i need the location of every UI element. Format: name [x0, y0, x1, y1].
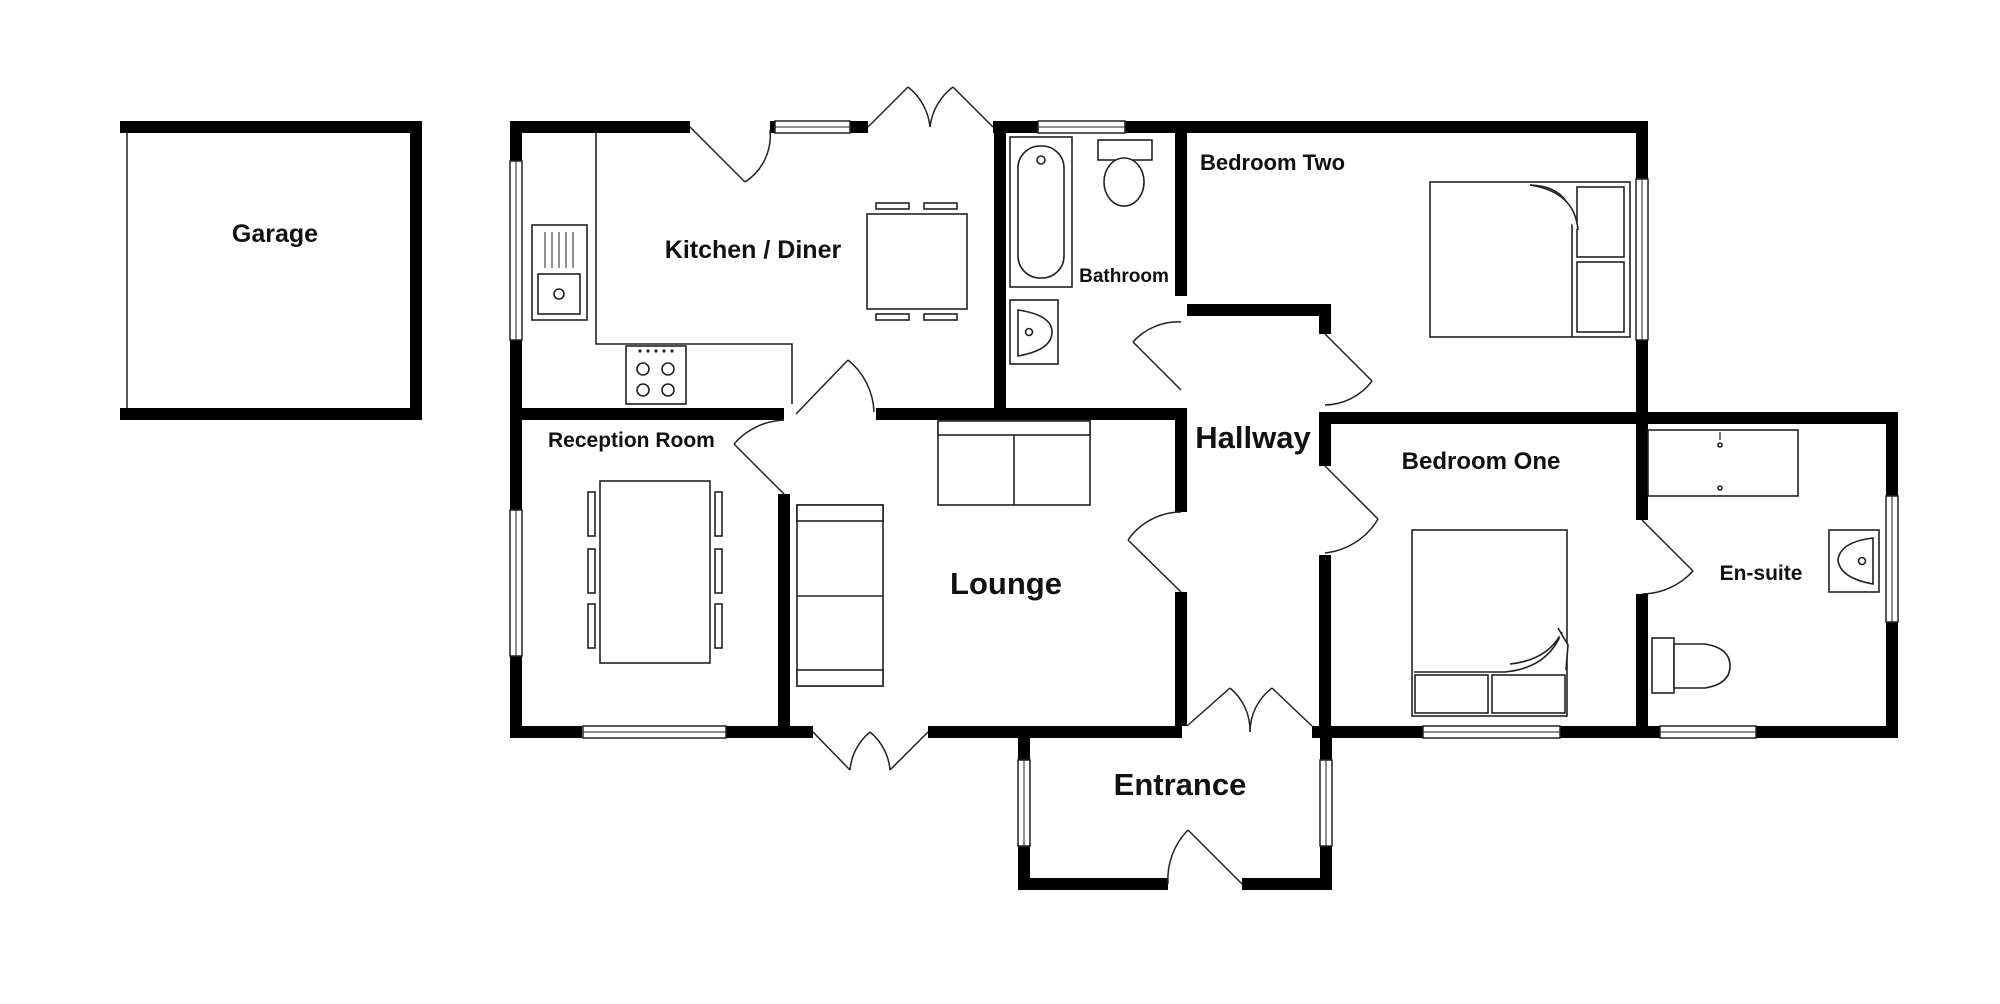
lounge-sofas [796, 420, 1091, 687]
reception-dining-table [587, 480, 723, 664]
room-label-lounge: Lounge [950, 566, 1062, 601]
room-label-entrance: Entrance [1114, 767, 1247, 802]
room-label-hallway: Hallway [1195, 420, 1311, 455]
doors [689, 86, 1694, 885]
windows [509, 120, 1899, 847]
room-label-bedroom-two: Bedroom Two [1200, 150, 1345, 175]
room-label-ensuite: En-suite [1720, 562, 1803, 585]
entrance-walls [1018, 730, 1332, 890]
bedroom-two-bed [1429, 181, 1631, 338]
room-label-reception: Reception Room [548, 429, 715, 452]
bathroom-fixtures [1009, 136, 1153, 365]
garage-walls [120, 121, 422, 420]
room-label-garage: Garage [232, 220, 318, 248]
ensuite-fixtures [1647, 429, 1880, 694]
house-walls [510, 121, 1898, 738]
kitchen-fixtures [531, 133, 968, 405]
room-label-bedroom-one: Bedroom One [1402, 448, 1561, 475]
bedroom-one-bed [1411, 529, 1569, 717]
room-label-bathroom: Bathroom [1079, 266, 1169, 287]
room-label-kitchen: Kitchen / Diner [665, 236, 842, 264]
